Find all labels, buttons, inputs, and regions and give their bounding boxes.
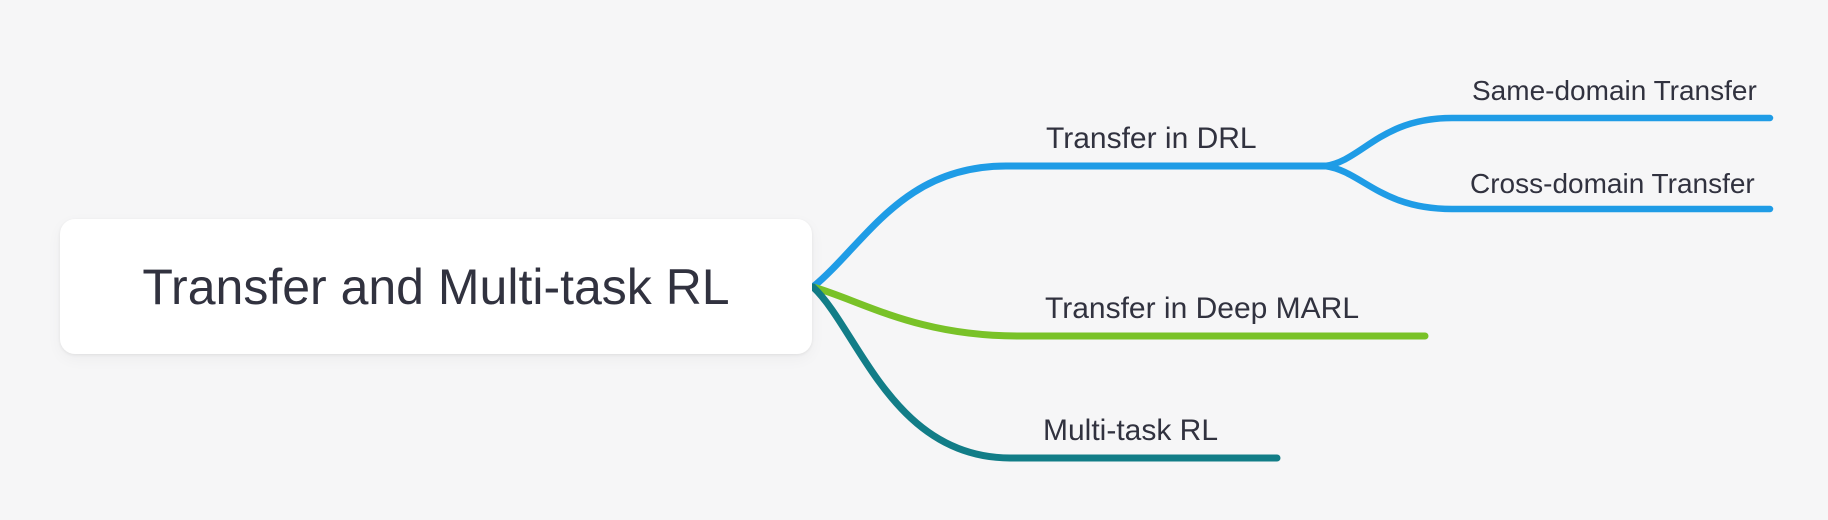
branch-line-transfer-in-deep-marl <box>809 283 1429 340</box>
root-node-label: Transfer and Multi-task RL <box>142 258 730 315</box>
branch-line-transfer-in-drl <box>809 162 1329 291</box>
root-node[interactable]: Transfer and Multi-task RL <box>60 219 812 354</box>
branch-line-cross-domain-transfer <box>1321 162 1774 213</box>
branch-node-cross-domain-transfer[interactable]: Cross-domain Transfer <box>1470 168 1755 199</box>
branch-node-transfer-in-drl[interactable]: Transfer in DRL <box>1046 122 1257 155</box>
branch-line-same-domain-transfer <box>1321 114 1774 170</box>
branch-node-multi-task-rl[interactable]: Multi-task RL <box>1043 414 1219 447</box>
branch-line-multi-task-rl <box>809 283 1281 462</box>
branch-node-same-domain-transfer[interactable]: Same-domain Transfer <box>1472 75 1757 106</box>
branch-node-transfer-in-deep-marl[interactable]: Transfer in Deep MARL <box>1045 292 1360 325</box>
